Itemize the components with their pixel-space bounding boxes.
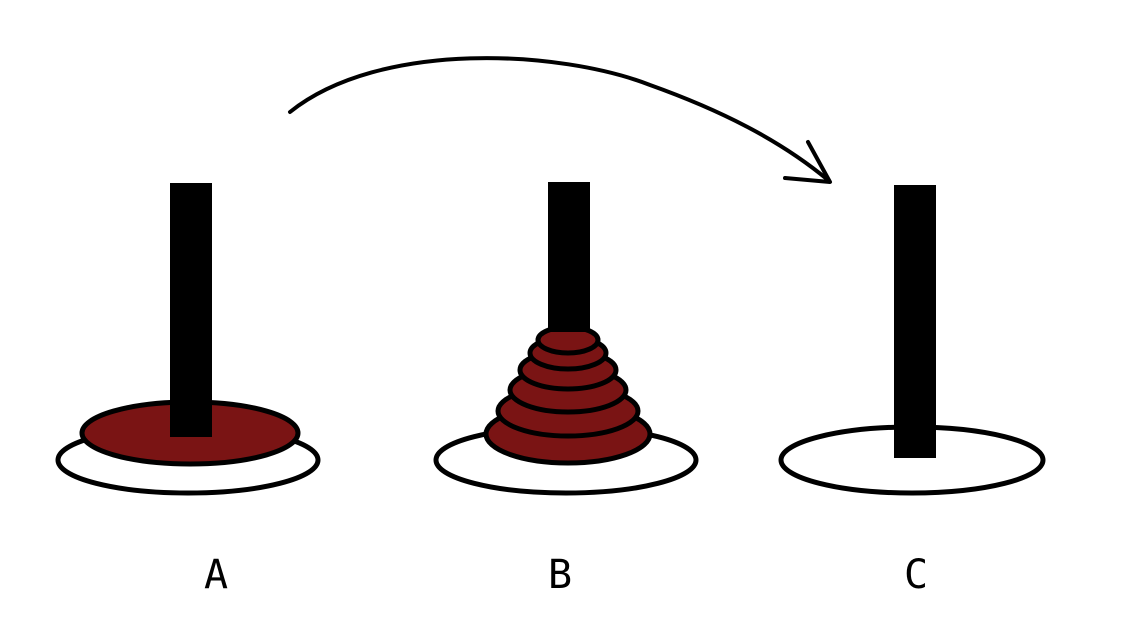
disk-stack-b <box>483 324 653 466</box>
move-arrow-curve <box>288 56 830 182</box>
rod-c <box>894 185 936 458</box>
peg-label-b: B <box>548 552 572 598</box>
peg-b: B <box>433 182 699 598</box>
peg-label-a: A <box>204 552 228 598</box>
move-arrow <box>288 56 832 184</box>
rod-a <box>170 183 212 437</box>
peg-label-c: C <box>904 552 928 598</box>
peg-a: A <box>55 183 321 598</box>
rod-b <box>548 182 590 332</box>
move-arrow-head <box>783 140 832 184</box>
peg-c: C <box>778 185 1046 598</box>
